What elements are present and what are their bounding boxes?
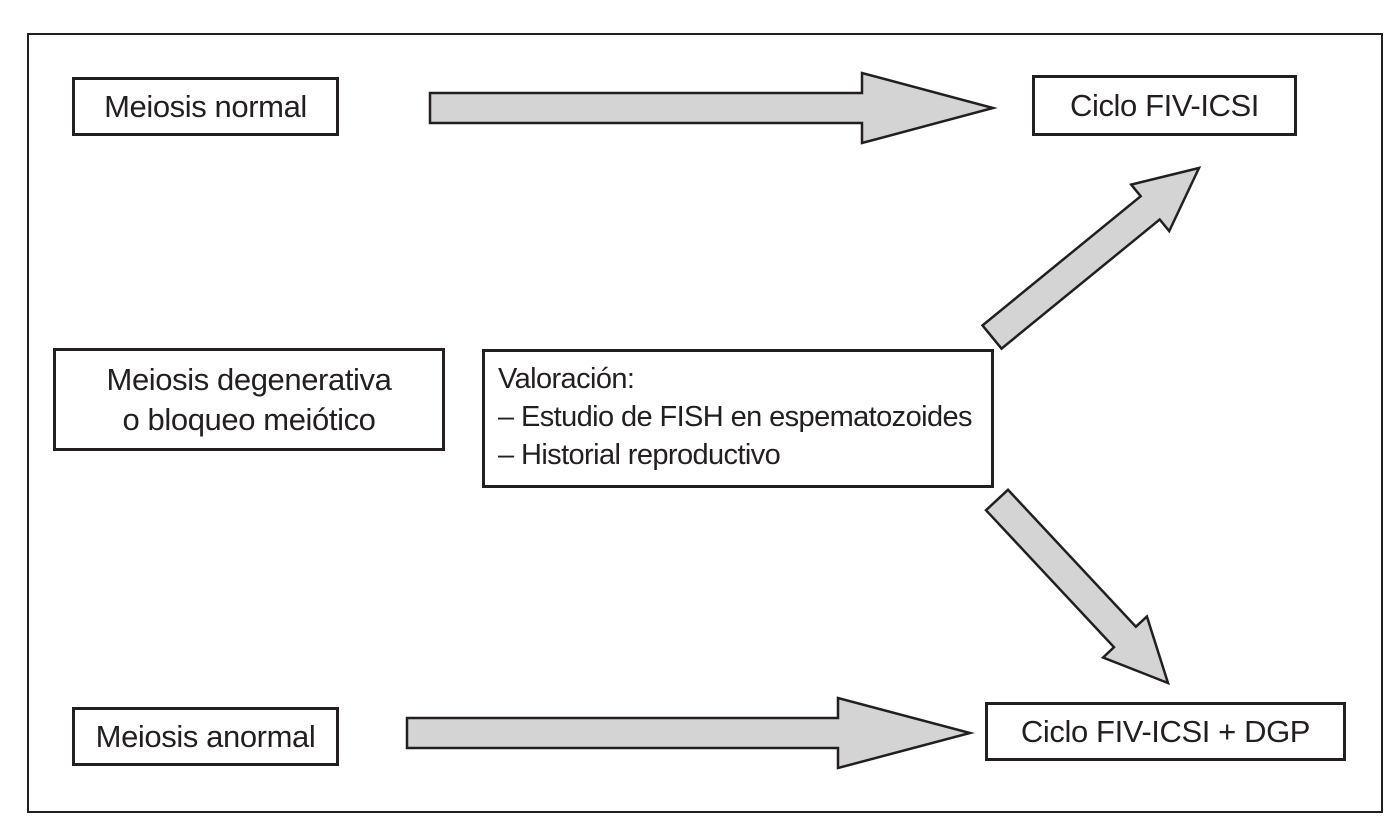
arrow-meiosis_anormal-to-ciclo_fiv_icsi_dgp xyxy=(405,696,975,770)
node-ciclo-fiv-icsi-dgp: Ciclo FIV-ICSI + DGP xyxy=(985,702,1346,761)
node-label-line: Meiosis degenerativa xyxy=(106,361,392,397)
node-ciclo-fiv-icsi: Ciclo FIV-ICSI xyxy=(1032,75,1297,136)
node-valoracion: Valoración: – Estudio de FISH en espemat… xyxy=(482,349,994,488)
node-meiosis-anormal: Meiosis anormal xyxy=(72,707,339,766)
node-meiosis-normal: Meiosis normal xyxy=(72,77,339,136)
arrow-valoracion-to-ciclo_fiv_icsi xyxy=(980,166,1202,351)
arrow-meiosis_normal-to-ciclo_fiv_icsi xyxy=(428,71,998,145)
node-label: Ciclo FIV-ICSI xyxy=(1069,87,1260,123)
arrow-valoracion-to-ciclo_fiv_icsi_dgp xyxy=(984,488,1170,686)
valoracion-item: – Historial reproductivo xyxy=(498,439,781,471)
valoracion-item: – Estudio de FISH en espematozoides xyxy=(498,401,973,433)
valoracion-title: Valoración: xyxy=(498,363,635,395)
node-label: Meiosis normal xyxy=(104,88,307,124)
node-label-line: o bloqueo meiótico xyxy=(122,401,376,437)
node-label: Meiosis anormal xyxy=(95,718,316,754)
node-meiosis-degenerativa: Meiosis degenerativa o bloqueo meiótico xyxy=(53,348,445,451)
node-label: Ciclo FIV-ICSI + DGP xyxy=(1020,713,1311,749)
